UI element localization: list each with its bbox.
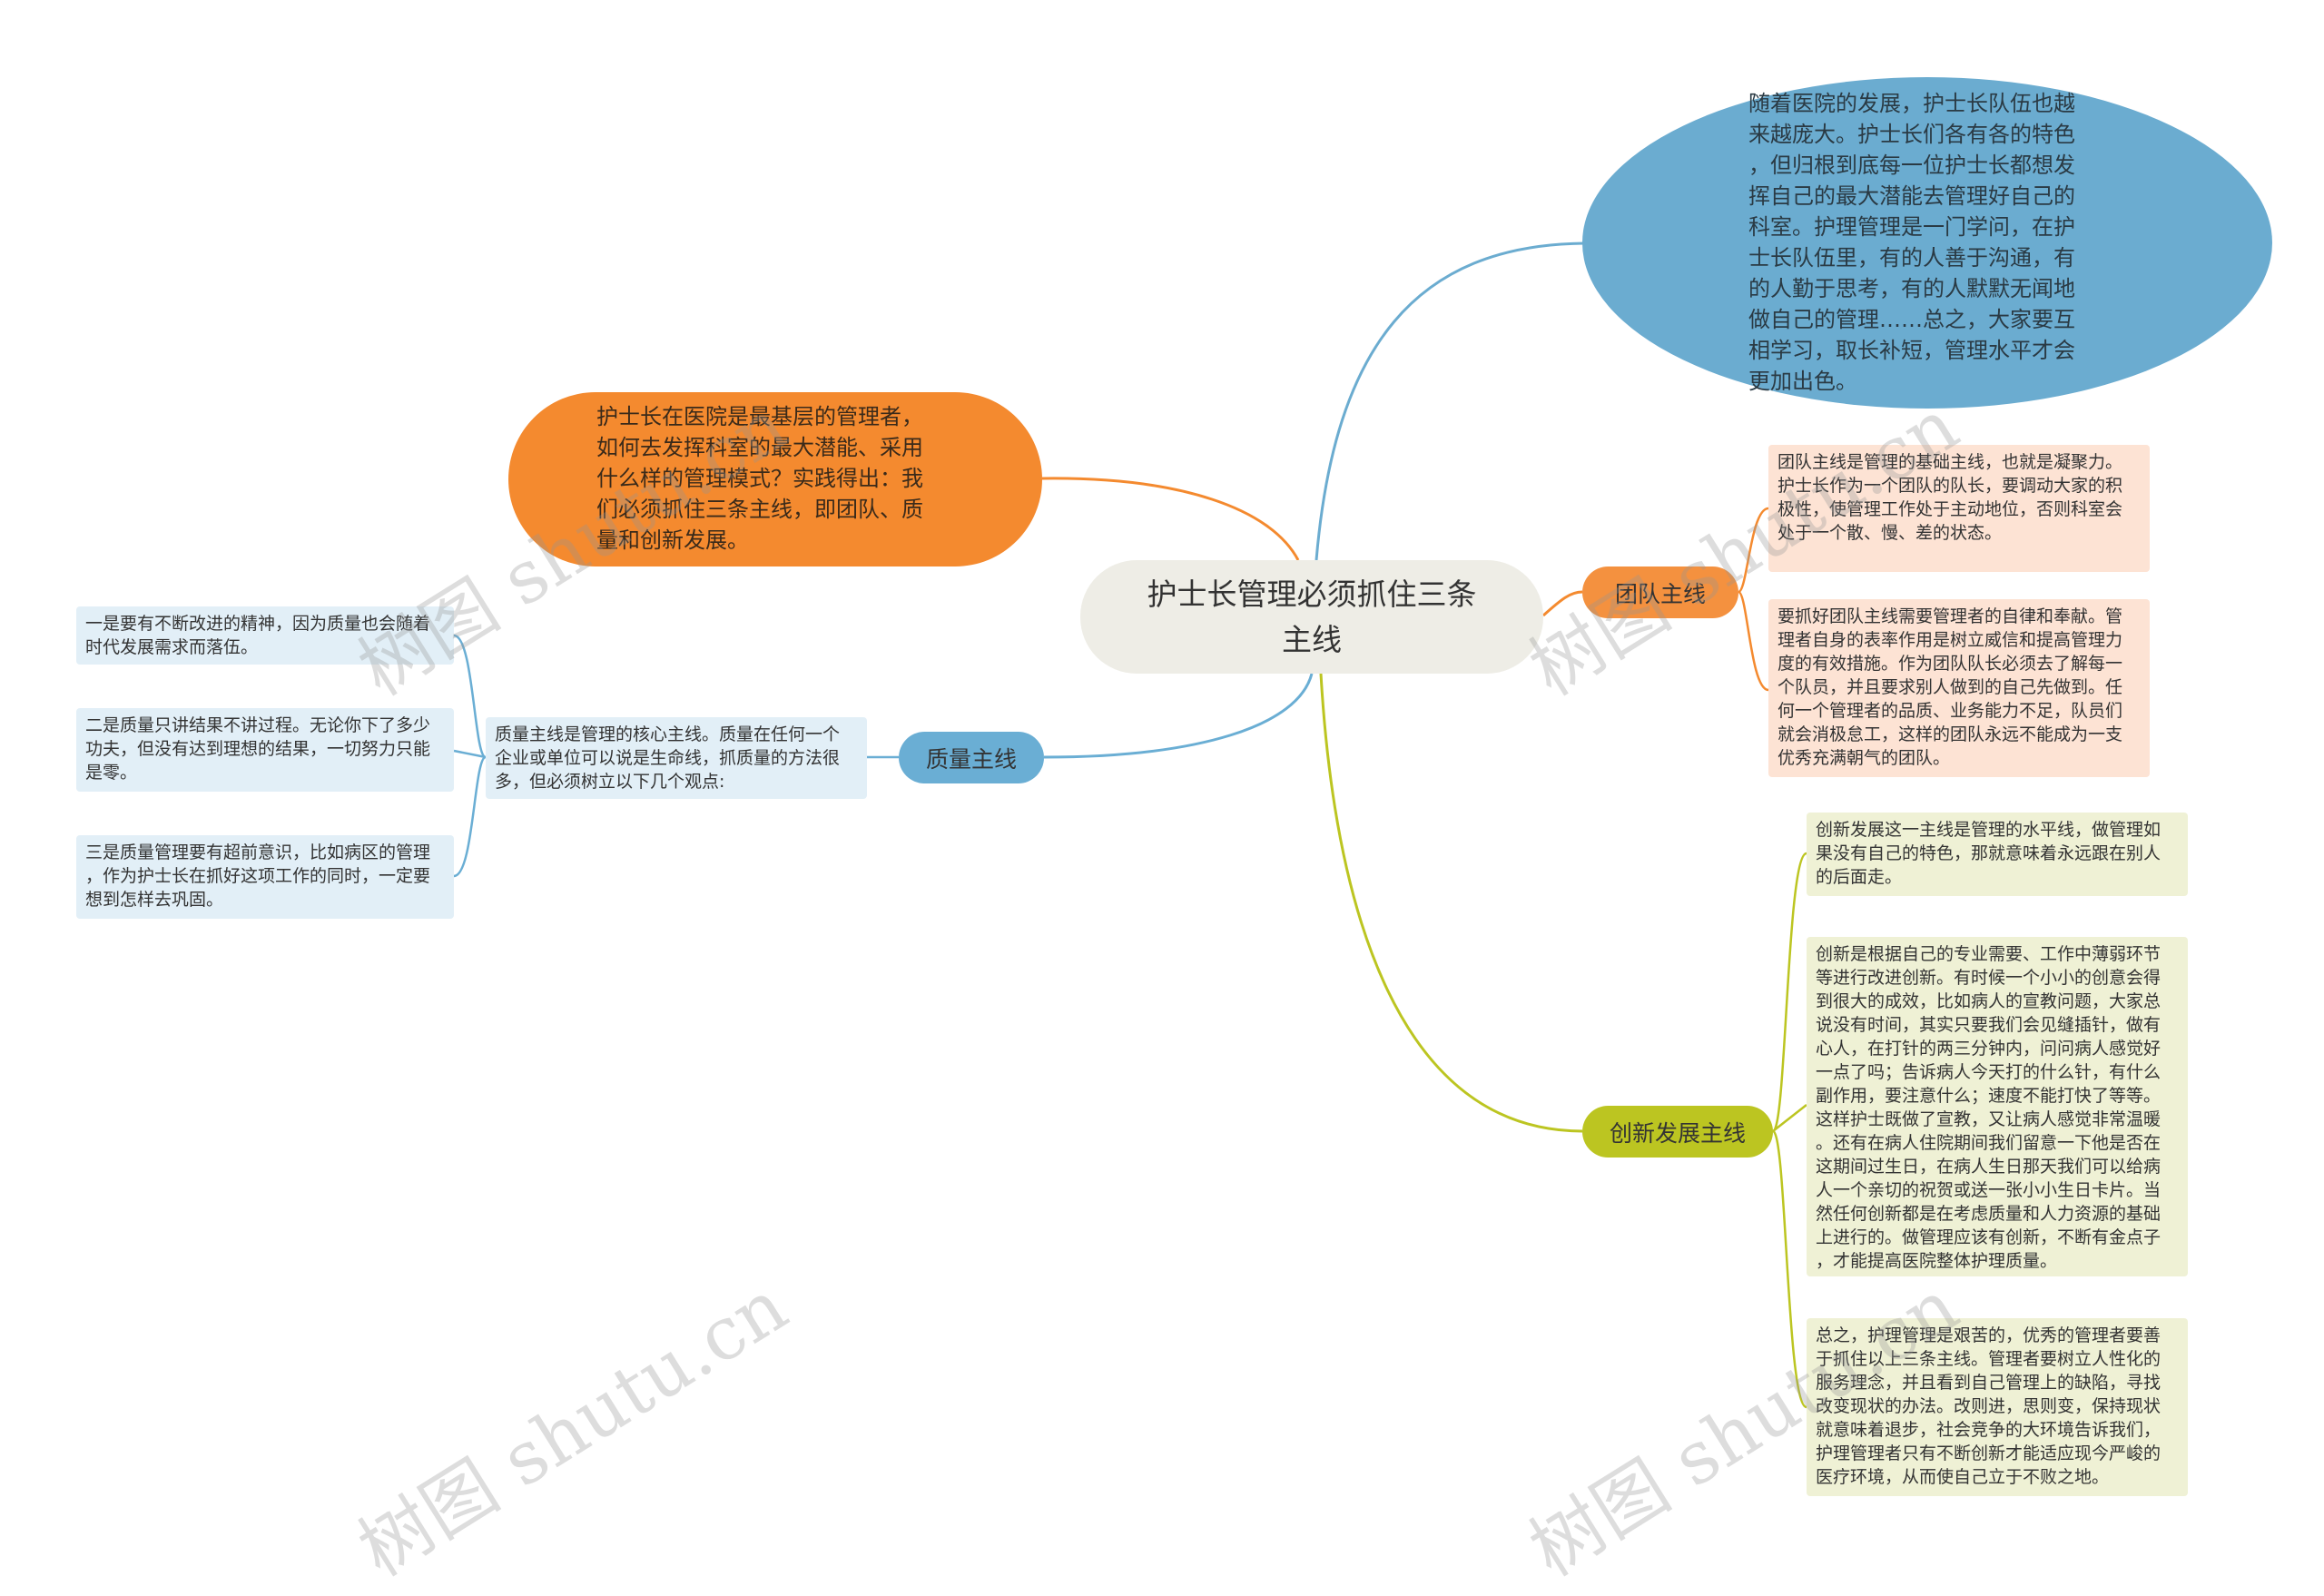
branch-innovation-label: 创新发展主线 [1609, 1119, 1746, 1147]
link-central-intro-blue [1315, 241, 1585, 561]
intro-orange-text: 护士长在医院是最基层的管理者， 如何去发挥科室的最大潜能、采用 什么样的管理模式… [596, 404, 923, 553]
link-innov-cards [1771, 852, 1807, 1409]
link-central-team [1541, 590, 1583, 617]
branch-team[interactable]: 团队主线 [1582, 566, 1738, 618]
branch-quality[interactable]: 质量主线 [899, 732, 1044, 783]
branch-team-label: 团队主线 [1614, 580, 1706, 607]
connector-lines [453, 241, 1807, 1409]
quality-point-1[interactable]: 一是要有不断改进的精神，因为质量也会随着 时代发展需求而落伍。 [76, 606, 454, 665]
intro-blue-text: 随着医院的发展，护士长队伍也越 来越庞大。护士长们各有各的特色 ，但归根到底每一… [1748, 91, 2075, 394]
quality-point-2[interactable]: 二是质量只讲结果不讲过程。无论你下了多少 功夫，但没有达到理想的结果，一切努力只… [76, 708, 454, 792]
branch-innovation[interactable]: 创新发展主线 [1582, 1106, 1773, 1158]
link-central-quality [1043, 673, 1314, 759]
team-card-1[interactable]: 团队主线是管理的基础主线，也就是凝聚力。 护士长作为一个团队的队长，要调动大家的… [1768, 445, 2150, 572]
central-topic[interactable]: 护士长管理必须抓住三条 主线 [1080, 560, 1543, 674]
innovation-card-2[interactable]: 创新是根据自己的专业需要、工作中薄弱环节 等进行改进创新。有时候一个小小的创意会… [1807, 937, 2188, 1276]
branch-quality-label: 质量主线 [925, 745, 1017, 773]
team-card-2[interactable]: 要抓好团队主线需要管理者的自律和奉献。管 理者自身的表率作用是树立威信和提高管理… [1768, 599, 2150, 777]
link-quality-points [453, 634, 487, 878]
link-central-innovation [1319, 673, 1583, 1133]
quality-main-card[interactable]: 质量主线是管理的核心主线。质量在任何一个 企业或单位可以说是生命线，抓质量的方法… [486, 717, 867, 799]
innovation-card-3[interactable]: 总之，护理管理是艰苦的，优秀的管理者要善 于抓住以上三条主线。管理者要树立人性化… [1807, 1318, 2188, 1496]
central-topic-text: 护士长管理必须抓住三条 主线 [1147, 576, 1477, 657]
intro-orange-bubble[interactable]: 护士长在医院是最基层的管理者， 如何去发挥科室的最大潜能、采用 什么样的管理模式… [508, 392, 1042, 566]
innovation-card-1[interactable]: 创新发展这一主线是管理的水平线，做管理如 果没有自己的特色，那就意味着永远跟在别… [1807, 813, 2188, 896]
quality-point-3[interactable]: 三是质量管理要有超前意识，比如病区的管理 ，作为护士长在抓好这项工作的同时，一定… [76, 835, 454, 919]
link-team-cards [1737, 507, 1769, 692]
link-central-intro-orange [1041, 477, 1300, 561]
intro-blue-bubble[interactable]: 随着医院的发展，护士长队伍也越 来越庞大。护士长们各有各的特色 ，但归根到底每一… [1582, 77, 2272, 409]
mind-map-canvas: 护士长管理必须抓住三条 主线 随着医院的发展，护士长队伍也越 来越庞大。护士长们… [76, 77, 2272, 1592]
